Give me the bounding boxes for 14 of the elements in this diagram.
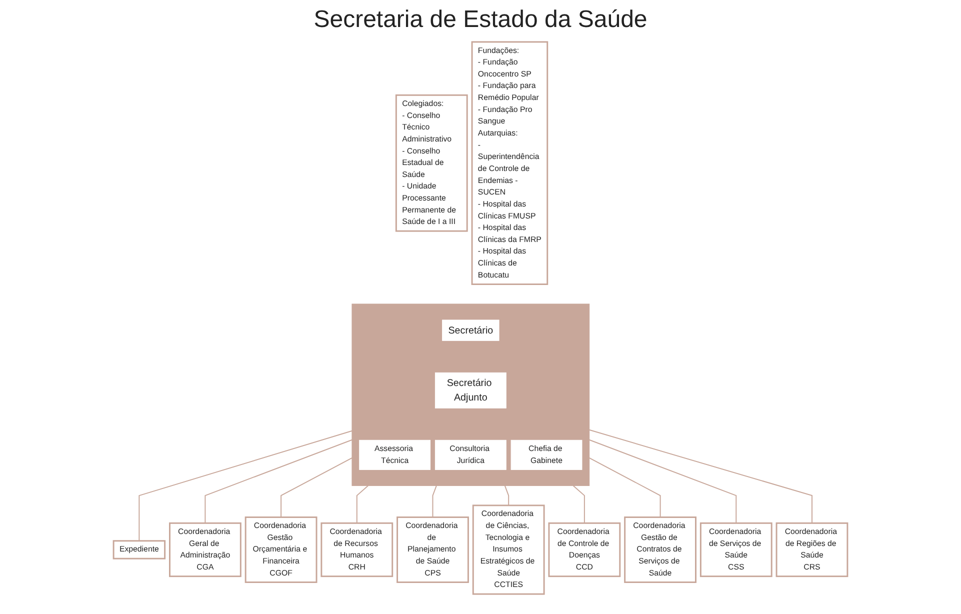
connector: [138, 430, 352, 542]
connector: [588, 429, 812, 524]
node-box: Secretário: [442, 320, 500, 341]
connector: [432, 485, 437, 518]
connector: [504, 485, 510, 506]
connector: [356, 485, 369, 524]
connector: [204, 439, 352, 524]
cluster: [352, 304, 590, 486]
connector: [588, 457, 661, 518]
connector: [588, 439, 737, 524]
node-box: Secretário Adjunto: [434, 372, 506, 408]
diagram-title: Secretaria de Estado da Saúde: [312, 6, 648, 34]
connector: [572, 485, 585, 524]
connector: [280, 457, 352, 518]
